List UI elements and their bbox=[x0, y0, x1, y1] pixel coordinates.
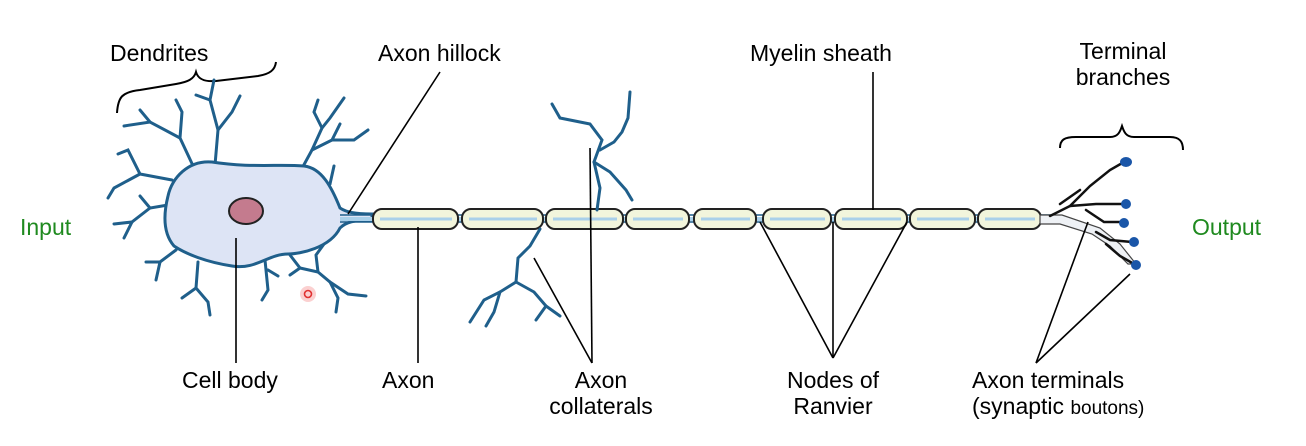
label-terminal-branches-line1: Terminal bbox=[1079, 38, 1167, 64]
label-myelin-sheath: Myelin sheath bbox=[750, 40, 892, 66]
label-nodes-of-ranvier-line1: Nodes of bbox=[786, 367, 880, 393]
axon-collaterals bbox=[468, 90, 634, 328]
nucleus bbox=[228, 197, 264, 225]
label-terminal-branches-line2: branches bbox=[1075, 64, 1171, 91]
label-axon-collaterals: Axon collaterals bbox=[536, 367, 666, 420]
label-output: Output bbox=[1192, 214, 1262, 240]
label-axon-collaterals-line1: Axon bbox=[574, 367, 628, 393]
label-axon: Axon bbox=[382, 367, 435, 393]
label-cell-body: Cell body bbox=[182, 367, 278, 393]
label-input: Input bbox=[20, 214, 72, 240]
dendrites-bracket bbox=[116, 61, 277, 114]
synaptic-boutons bbox=[1119, 157, 1141, 270]
label-axon-terminals-line1: Axon terminals bbox=[972, 367, 1125, 393]
marker-dot bbox=[300, 286, 316, 302]
label-axon-terminals-synaptic: (synaptic bbox=[972, 393, 1071, 420]
label-dendrites: Dendrites bbox=[110, 40, 209, 66]
label-nodes-of-ranvier: Nodes of Ranvier bbox=[768, 367, 898, 420]
label-terminal-branches: Terminal branches bbox=[1048, 38, 1198, 91]
label-axon-hillock: Axon hillock bbox=[378, 40, 501, 66]
terminal-branches-bracket bbox=[1059, 122, 1184, 151]
label-nodes-of-ranvier-line2: Ranvier bbox=[793, 393, 873, 420]
cell-body bbox=[163, 160, 374, 269]
leader-lines bbox=[235, 71, 1131, 364]
label-axon-terminals-boutons: boutons) bbox=[1070, 398, 1145, 420]
label-axon-collaterals-line2: collaterals bbox=[549, 393, 653, 420]
dendrites bbox=[106, 78, 370, 317]
terminal-branches bbox=[1048, 160, 1136, 266]
label-axon-terminals: Axon terminals (synaptic boutons) bbox=[972, 367, 1144, 420]
label-axon-terminals-line2: (synaptic boutons) bbox=[972, 393, 1144, 420]
